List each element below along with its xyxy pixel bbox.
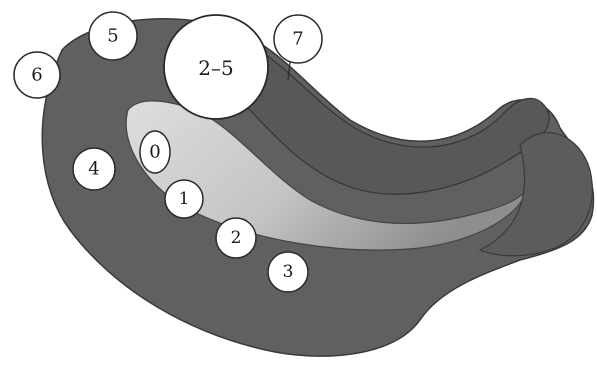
- marker-7-pointer: [287, 61, 291, 81]
- marker-circle: [163, 14, 269, 120]
- marker-2-5: 2–5: [163, 14, 269, 120]
- marker-label: 7: [292, 29, 303, 50]
- marker-circle: [13, 51, 61, 99]
- upper-lobe-shape: [239, 39, 550, 195]
- marker-label: 5: [107, 26, 118, 47]
- marker-circle: [88, 11, 138, 61]
- marker-circle: [273, 14, 323, 64]
- marker-label: 0: [149, 142, 160, 163]
- marker-label: 2: [231, 228, 242, 248]
- marker-circle: [215, 217, 257, 259]
- marker-5: 5: [88, 11, 138, 61]
- lower-lobe-shape: [478, 132, 593, 257]
- marker-circle: [267, 251, 309, 293]
- marker-label: 3: [283, 262, 294, 282]
- marker-label: 1: [179, 189, 190, 209]
- marker-6: 6: [13, 51, 61, 99]
- outer-body-shape: [41, 17, 595, 357]
- marker-label: 6: [31, 65, 42, 86]
- marker-3: 3: [267, 251, 309, 293]
- marker-0: 0: [139, 130, 171, 174]
- marker-4: 4: [72, 147, 116, 191]
- marker-label: 2–5: [198, 56, 233, 80]
- inner-cavity-shape: [125, 100, 529, 251]
- marker-circle: [139, 130, 171, 174]
- marker-circle: [164, 179, 204, 219]
- marker-circle: [72, 147, 116, 191]
- marker-1: 1: [164, 179, 204, 219]
- marker-7: 7: [273, 14, 323, 81]
- marker-label: 4: [88, 159, 99, 180]
- marker-2: 2: [215, 217, 257, 259]
